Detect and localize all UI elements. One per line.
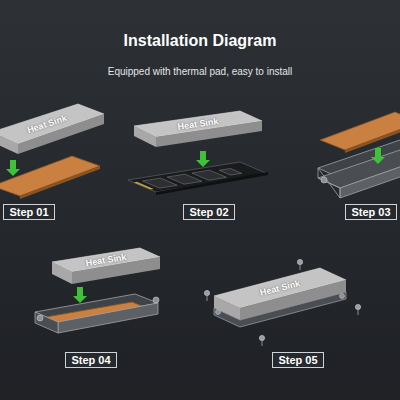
step-label: Step 05: [278, 353, 317, 367]
step-label-box: Step 05: [272, 352, 324, 368]
step-label-box: Step 04: [65, 352, 117, 368]
step-label-box: Step 02: [183, 204, 235, 220]
step1-figure: [0, 104, 104, 199]
step-label: Step 03: [351, 205, 390, 219]
step-label: Step 01: [9, 205, 48, 219]
step3-figure: [318, 112, 400, 198]
step-label-box: Step 03: [345, 204, 397, 220]
diagram-title: Installation Diagram: [124, 32, 277, 50]
step5-figure: [204, 259, 360, 346]
step-label: Step 02: [189, 205, 228, 219]
step-label: Step 04: [71, 353, 110, 367]
step2-figure: [128, 111, 268, 195]
step4-figure: [35, 248, 160, 333]
subtitle: Equipped with thermal pad, easy to insta…: [108, 66, 293, 77]
step-label-box: Step 01: [3, 204, 55, 220]
